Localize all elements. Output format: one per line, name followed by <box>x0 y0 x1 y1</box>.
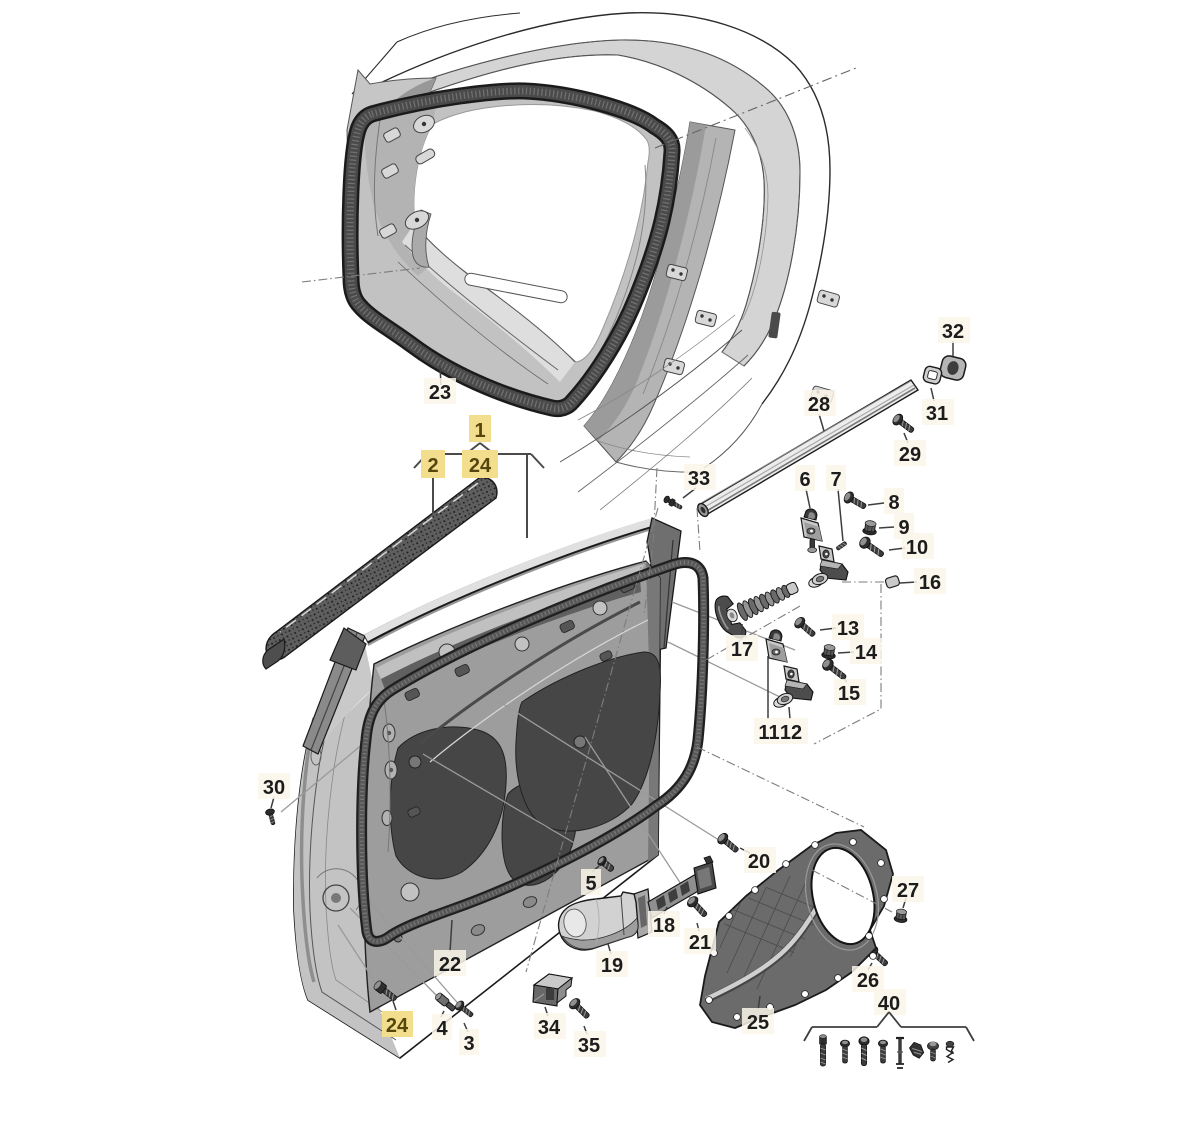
svg-text:19: 19 <box>601 955 623 977</box>
svg-text:23: 23 <box>429 382 451 404</box>
svg-text:13: 13 <box>837 618 859 640</box>
svg-text:8: 8 <box>888 492 899 514</box>
svg-text:12: 12 <box>780 722 802 744</box>
svg-text:1: 1 <box>474 420 485 442</box>
svg-text:18: 18 <box>653 915 675 937</box>
svg-text:26: 26 <box>857 970 879 992</box>
svg-text:29: 29 <box>899 444 921 466</box>
svg-text:24: 24 <box>469 455 492 477</box>
svg-text:10: 10 <box>906 537 928 559</box>
svg-text:7: 7 <box>830 469 841 491</box>
svg-text:11: 11 <box>758 722 779 744</box>
svg-text:4: 4 <box>436 1018 448 1040</box>
svg-text:25: 25 <box>747 1012 769 1034</box>
svg-text:21: 21 <box>689 932 711 954</box>
svg-text:32: 32 <box>942 321 964 343</box>
svg-text:9: 9 <box>898 517 909 539</box>
svg-text:16: 16 <box>919 572 941 594</box>
svg-text:35: 35 <box>578 1035 600 1057</box>
svg-text:17: 17 <box>731 639 753 661</box>
svg-text:3: 3 <box>463 1033 474 1055</box>
svg-text:31: 31 <box>926 403 948 425</box>
svg-text:2: 2 <box>427 455 438 477</box>
svg-text:28: 28 <box>808 394 830 416</box>
svg-text:5: 5 <box>585 873 596 895</box>
svg-text:33: 33 <box>688 468 710 490</box>
svg-text:15: 15 <box>838 683 860 705</box>
svg-text:24: 24 <box>386 1015 409 1037</box>
svg-text:20: 20 <box>748 851 770 873</box>
svg-text:40: 40 <box>878 993 900 1015</box>
svg-text:27: 27 <box>897 880 919 902</box>
svg-text:30: 30 <box>263 777 285 799</box>
svg-text:34: 34 <box>538 1017 561 1039</box>
svg-text:6: 6 <box>799 469 810 491</box>
svg-text:22: 22 <box>439 954 461 976</box>
svg-text:14: 14 <box>855 642 878 664</box>
